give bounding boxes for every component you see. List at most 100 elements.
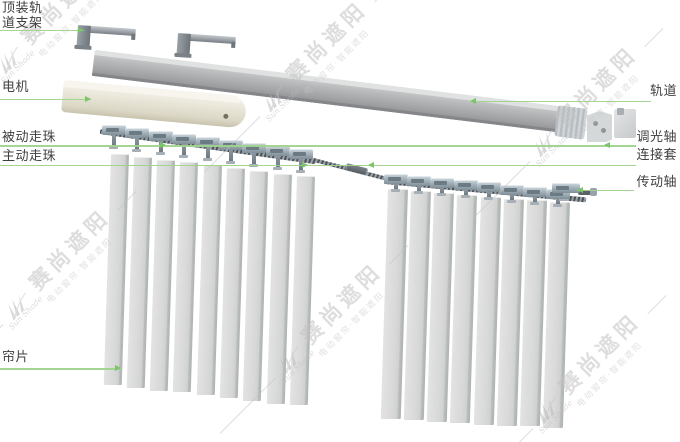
carrier-slot — [434, 181, 448, 186]
sunshade-wing-logo: Sun Shade — [0, 40, 36, 86]
slat — [519, 200, 547, 427]
carrier-hook — [229, 150, 233, 161]
carrier-slot — [556, 186, 569, 190]
bracket-foot — [74, 44, 92, 50]
slat — [450, 194, 477, 423]
watermark-dash — [647, 295, 667, 315]
carrier — [523, 186, 548, 197]
sunshade-wing-logo: Sun Shade — [0, 286, 44, 332]
carrier — [384, 174, 408, 184]
callout-arrowhead — [368, 161, 374, 168]
wing-icon — [0, 46, 18, 75]
ceiling-bracket-2 — [174, 33, 236, 64]
callout-track: 轨道 — [649, 84, 677, 99]
slat-clip — [559, 198, 568, 201]
slat — [126, 156, 152, 388]
callout-arrowhead — [577, 186, 583, 193]
slat — [243, 170, 268, 401]
carrier-slot — [106, 128, 119, 132]
carrier — [476, 182, 501, 193]
carrier-hook — [463, 190, 468, 196]
callout-line — [0, 164, 636, 166]
slat — [173, 162, 198, 393]
callout-line — [470, 100, 651, 102]
slat-clip — [483, 197, 493, 201]
carrier-hook — [510, 194, 514, 200]
callout-drive-shaft: 传动轴 — [636, 175, 677, 190]
callout-passive-carrier: 被动走珠 — [2, 130, 57, 145]
carrier — [195, 137, 220, 147]
carrier-hook — [486, 192, 491, 198]
carrier — [102, 125, 126, 135]
carrier-hook — [275, 156, 280, 167]
callout-arrowhead — [160, 142, 166, 149]
carrier-hook — [417, 186, 422, 192]
callout-arrowhead — [604, 142, 610, 149]
carrier-hook — [252, 153, 257, 164]
plate-hole — [593, 121, 598, 126]
carrier-slot — [411, 179, 425, 184]
callout-connector-sleeve: 连接套 — [636, 148, 677, 163]
carrier — [242, 143, 267, 153]
slat-clip — [553, 203, 563, 207]
callout-arrowhead — [302, 161, 308, 168]
watermark-dash — [644, 28, 664, 48]
drive-shaft-end-stub — [578, 190, 592, 195]
slat-clip — [391, 189, 400, 192]
watermark-slogan: 电动窗帘·智能遮阳 — [575, 339, 646, 410]
carrier-slot — [550, 191, 564, 196]
watermark-brand-cn: 赛尚遮阳 — [554, 308, 646, 400]
watermark-brand-cn: 赛尚遮阳 — [24, 204, 116, 296]
slat — [496, 198, 524, 426]
carrier-hook — [394, 184, 398, 189]
slat — [543, 202, 570, 429]
callout-active-carrier: 主动走珠 — [2, 149, 57, 164]
carrier-slot — [504, 187, 517, 192]
slat-clip — [132, 149, 142, 152]
ceiling-bracket-1 — [74, 25, 136, 56]
callout-slat: 帘片 — [2, 350, 30, 365]
carrier-slot — [293, 152, 307, 156]
bracket-foot — [174, 52, 192, 58]
callout-top-bracket: 顶装轨道支架 — [2, 1, 43, 31]
box-notch — [617, 108, 624, 115]
carrier-hook — [205, 147, 210, 158]
carrier-slot — [480, 185, 494, 190]
carrier-hook — [135, 138, 140, 149]
slat — [149, 159, 175, 391]
callout-arrowhead — [115, 365, 121, 372]
carrier-slot — [457, 183, 471, 188]
carrier — [500, 184, 524, 195]
slat-clip — [530, 201, 540, 205]
slat-clip — [226, 161, 235, 164]
carrier-hook — [440, 188, 445, 194]
motor-end-hole — [223, 113, 229, 120]
carrier — [546, 188, 571, 199]
carrier — [552, 183, 580, 193]
slat-clip — [437, 193, 447, 197]
slat-clip — [414, 191, 424, 195]
carrier — [125, 128, 150, 138]
carrier-slot — [388, 177, 401, 181]
carrier — [453, 180, 478, 191]
callout-light-shaft: 调光轴 — [636, 130, 677, 145]
slat — [103, 154, 128, 385]
slat — [289, 176, 315, 406]
carrier-slot — [246, 146, 260, 150]
drive-shaft-end-cap — [590, 188, 597, 196]
carrier-hook — [533, 196, 538, 202]
slat — [380, 189, 407, 419]
carrier-hook — [556, 198, 561, 204]
carrier — [265, 146, 290, 156]
slat — [196, 165, 222, 396]
carrier-slot — [176, 137, 190, 141]
carrier — [289, 149, 314, 159]
callout-arrowhead — [78, 26, 84, 33]
carrier-slot — [129, 131, 143, 135]
carrier-slot — [527, 189, 541, 194]
carrier — [430, 178, 455, 189]
slat-clip — [296, 170, 306, 173]
slat — [426, 192, 454, 422]
light-adjust-shaft-box — [614, 108, 636, 138]
callout-line — [0, 29, 84, 31]
